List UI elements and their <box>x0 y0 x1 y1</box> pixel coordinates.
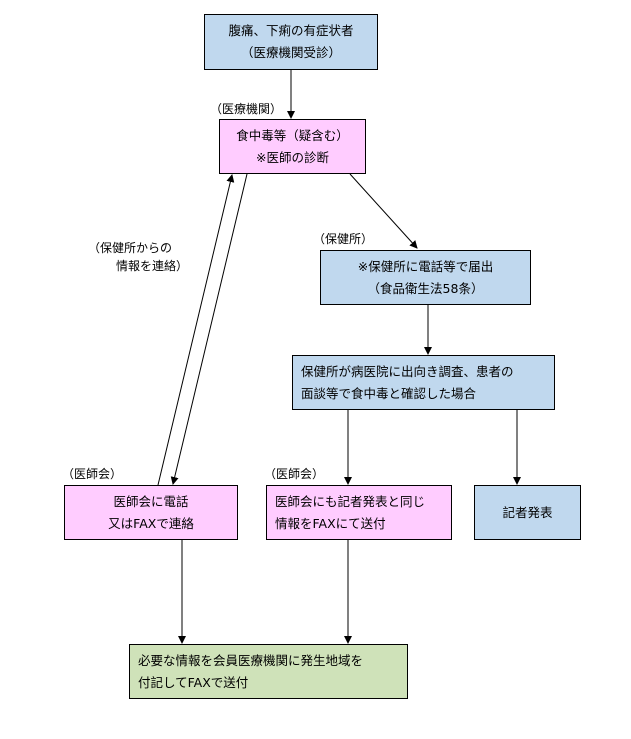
node-text: （医療機関受診） <box>240 45 341 60</box>
node-text: 腹痛、下痢の有症状者 <box>228 23 354 38</box>
label-medical-association-2: （医師会） <box>264 467 325 481</box>
node-text: 食中毒等（疑含む） <box>236 127 349 143</box>
node-text: 保健所が病医院に出向き調査、患者の <box>301 363 514 379</box>
node-medical-association-contact: 医師会に電話 又はFAXで連絡 <box>64 485 238 540</box>
node-text: （食品衛生法58条） <box>367 280 484 296</box>
node-text: 又はFAXで連絡 <box>108 515 194 531</box>
label-health-center-info: （保健所からの 情報を連絡） <box>88 240 188 274</box>
node-text: 情報をFAXにて送付 <box>275 515 386 531</box>
node-text: 医師会にも記者発表と同じ <box>275 493 426 509</box>
node-text: 医師会に電話 <box>113 493 189 509</box>
arrow-diagnosis-to-report <box>349 173 418 249</box>
arrow-med-assoc-to-diagnosis <box>157 174 235 486</box>
node-health-center-report: ※保健所に電話等で届出 （食品衛生法58条） <box>320 250 531 305</box>
node-text: ※医師の診断 <box>256 149 329 165</box>
node-medical-association-fax: 医師会にも記者発表と同じ 情報をFAXにて送付 <box>266 485 452 540</box>
label-text: （保健所からの <box>88 241 173 255</box>
arrow-diagnosis-to-med-assoc <box>170 173 248 485</box>
label-medical-association-1: （医師会） <box>62 467 123 481</box>
node-text: 必要な情報を会員医療機関に発生地域を <box>138 652 364 668</box>
node-health-center-investigation: 保健所が病医院に出向き調査、患者の 面談等で食中毒と確認した場合 <box>292 355 555 410</box>
node-doctor-diagnosis: 食中毒等（疑含む） ※医師の診断 <box>219 119 366 174</box>
label-health-center: （保健所） <box>313 232 374 246</box>
label-medical-institution: （医療機関） <box>210 102 283 116</box>
node-text: 記者発表 <box>502 504 553 520</box>
node-symptomatic-patient: 腹痛、下痢の有症状者 （医療機関受診） <box>204 14 378 70</box>
node-text: 付記してFAXで送付 <box>138 674 249 690</box>
node-press-release: 記者発表 <box>474 485 581 540</box>
label-text: 情報を連絡） <box>116 259 189 273</box>
node-text: ※保健所に電話等で届出 <box>357 258 494 274</box>
node-member-fax: 必要な情報を会員医療機関に発生地域を 付記してFAXで送付 <box>129 644 408 699</box>
node-text: 面談等で食中毒と確認した場合 <box>301 385 477 401</box>
